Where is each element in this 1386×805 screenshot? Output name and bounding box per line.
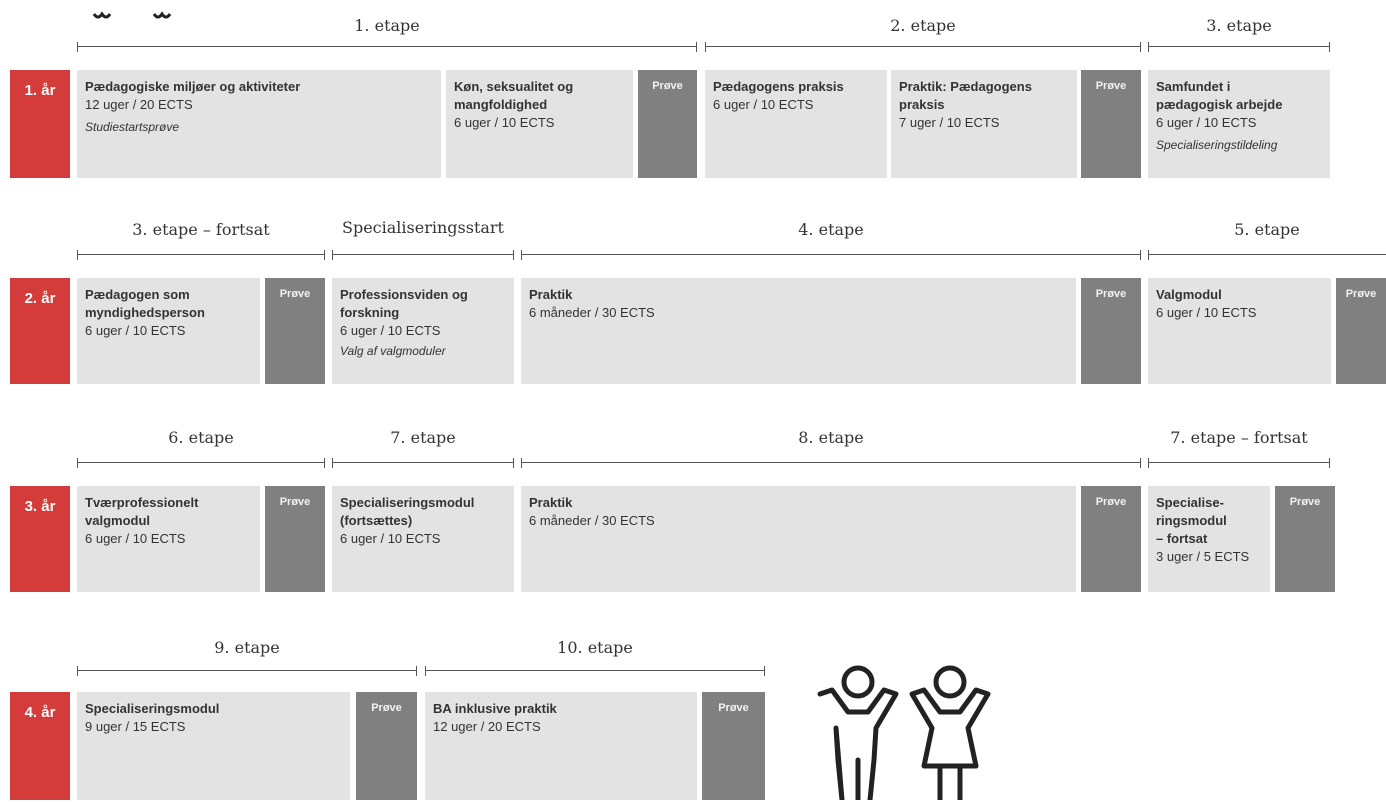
exam-block: Prøve: [1081, 70, 1141, 178]
module-box: Specialiseringsmodul 9 uger / 15 ECTS: [77, 692, 350, 800]
module-title: Praktik: [529, 495, 573, 510]
stage-label: 7. etape – fortsat: [1170, 428, 1308, 447]
module-box: Pædagogiske miljøer og aktiviteter 12 ug…: [77, 70, 441, 178]
module-title: Tværprofessionelt valgmodul: [85, 495, 199, 528]
module-duration: 6 uger / 10 ECTS: [340, 323, 441, 338]
module-title: Køn, seksualitet og mangfoldighed: [454, 79, 574, 112]
boy-body-icon: [817, 687, 899, 803]
stage-bracket: [332, 458, 514, 468]
stage-label: 9. etape: [214, 638, 280, 657]
module-title: Professionsviden og forskning: [340, 287, 468, 320]
module-box: Professionsviden og forskning 6 uger / 1…: [332, 278, 514, 384]
stage-label: 10. etape: [557, 638, 633, 657]
stage-bracket: [521, 458, 1141, 468]
boy-head-icon: [841, 665, 875, 699]
module-box: Valgmodul 6 uger / 10 ECTS: [1148, 278, 1331, 384]
year-label: 1. år: [10, 70, 70, 178]
stage-label: 1. etape: [354, 16, 420, 35]
stage-label: 3. etape: [1206, 16, 1272, 35]
module-title: Samfundet i pædagogisk arbejde: [1156, 79, 1283, 112]
module-title: Praktik: [529, 287, 573, 302]
module-title: Specialiseringsmodul: [85, 701, 220, 716]
module-title: BA inklusive praktik: [433, 701, 557, 716]
exam-block: Prøve: [1336, 278, 1386, 384]
module-duration: 6 uger / 10 ECTS: [1156, 305, 1257, 320]
girl-body-icon: [909, 687, 991, 769]
module-box: Praktik 6 måneder / 30 ECTS: [521, 278, 1076, 384]
module-title: Specialiseringsmodul (fortsættes): [340, 495, 475, 528]
module-box: Praktik 6 måneder / 30 ECTS: [521, 486, 1076, 592]
stage-bracket: [1148, 42, 1330, 52]
module-duration: 6 måneder / 30 ECTS: [529, 305, 655, 320]
module-title: Praktik: Pædagogens praksis: [899, 79, 1032, 112]
year-label: 4. år: [10, 692, 70, 800]
module-title: Valgmodul: [1156, 287, 1222, 302]
module-box: Tværprofessionelt valgmodul 6 uger / 10 …: [77, 486, 260, 592]
module-note: Studiestartsprøve: [85, 120, 180, 134]
module-title: Pædagogen som myndighedsperson: [85, 287, 205, 320]
exam-block: Prøve: [356, 692, 417, 800]
module-duration: 6 uger / 10 ECTS: [1156, 115, 1257, 130]
stage-label: 5. etape: [1234, 220, 1300, 239]
module-duration: 9 uger / 15 ECTS: [85, 719, 186, 734]
stage-label: 8. etape: [798, 428, 864, 447]
module-title: Pædagogiske miljøer og aktiviteter: [85, 79, 301, 94]
module-box: Pædagogens praksis 6 uger / 10 ECTS: [705, 70, 887, 178]
exam-block: Prøve: [265, 278, 325, 384]
module-title: Specialise- ringsmodul – fortsat: [1156, 495, 1227, 546]
stage-bracket: [705, 42, 1141, 52]
module-box: BA inklusive praktik 12 uger / 20 ECTS: [425, 692, 697, 800]
module-note: Specialiseringstildeling: [1156, 138, 1278, 152]
module-box: Specialiseringsmodul (fortsættes) 6 uger…: [332, 486, 514, 592]
year-label: 3. år: [10, 486, 70, 592]
module-duration: 6 uger / 10 ECTS: [713, 97, 814, 112]
module-duration: 6 uger / 10 ECTS: [340, 531, 441, 546]
exam-block: Prøve: [1275, 486, 1335, 592]
module-duration: 3 uger / 5 ECTS: [1156, 549, 1250, 564]
stage-bracket: [77, 666, 417, 676]
module-box: Pædagogen som myndighedsperson 6 uger / …: [77, 278, 260, 384]
module-title: Pædagogens praksis: [713, 79, 844, 94]
stage-label: 7. etape: [390, 428, 456, 447]
stage-label: 2. etape: [890, 16, 956, 35]
module-duration: 6 måneder / 30 ECTS: [529, 513, 655, 528]
girl-head-icon: [933, 665, 967, 699]
exam-block: Prøve: [265, 486, 325, 592]
stage-label: Specialiseringsstart: [342, 218, 504, 237]
stage-bracket: [77, 42, 697, 52]
module-box: Specialise- ringsmodul – fortsat 3 uger …: [1148, 486, 1270, 592]
exam-block: Prøve: [638, 70, 697, 178]
children-illustration: [810, 660, 1000, 803]
module-duration: 7 uger / 10 ECTS: [899, 115, 1000, 130]
stage-bracket: [77, 458, 325, 468]
stage-bracket: [332, 250, 514, 260]
module-box: Samfundet i pædagogisk arbejde 6 uger / …: [1148, 70, 1330, 178]
stage-bracket: [77, 250, 325, 260]
stage-bracket: [521, 250, 1141, 260]
exam-block: Prøve: [1081, 278, 1141, 384]
module-box: Praktik: Pædagogens praksis 7 uger / 10 …: [891, 70, 1077, 178]
module-duration: 6 uger / 10 ECTS: [454, 115, 555, 130]
module-duration: 12 uger / 20 ECTS: [85, 97, 193, 112]
decorative-mark: [90, 6, 180, 20]
stage-label: 6. etape: [168, 428, 234, 447]
stage-label: 3. etape – fortsat: [132, 220, 270, 239]
module-duration: 12 uger / 20 ECTS: [433, 719, 541, 734]
exam-block: Prøve: [702, 692, 765, 800]
stage-bracket: [1148, 250, 1386, 260]
exam-block: Prøve: [1081, 486, 1141, 592]
stage-bracket: [425, 666, 765, 676]
module-duration: 6 uger / 10 ECTS: [85, 531, 186, 546]
stage-bracket: [1148, 458, 1330, 468]
stage-label: 4. etape: [798, 220, 864, 239]
module-duration: 6 uger / 10 ECTS: [85, 323, 186, 338]
year-label: 2. år: [10, 278, 70, 384]
module-note: Valg af valgmoduler: [340, 344, 446, 358]
module-box: Køn, seksualitet og mangfoldighed 6 uger…: [446, 70, 633, 178]
